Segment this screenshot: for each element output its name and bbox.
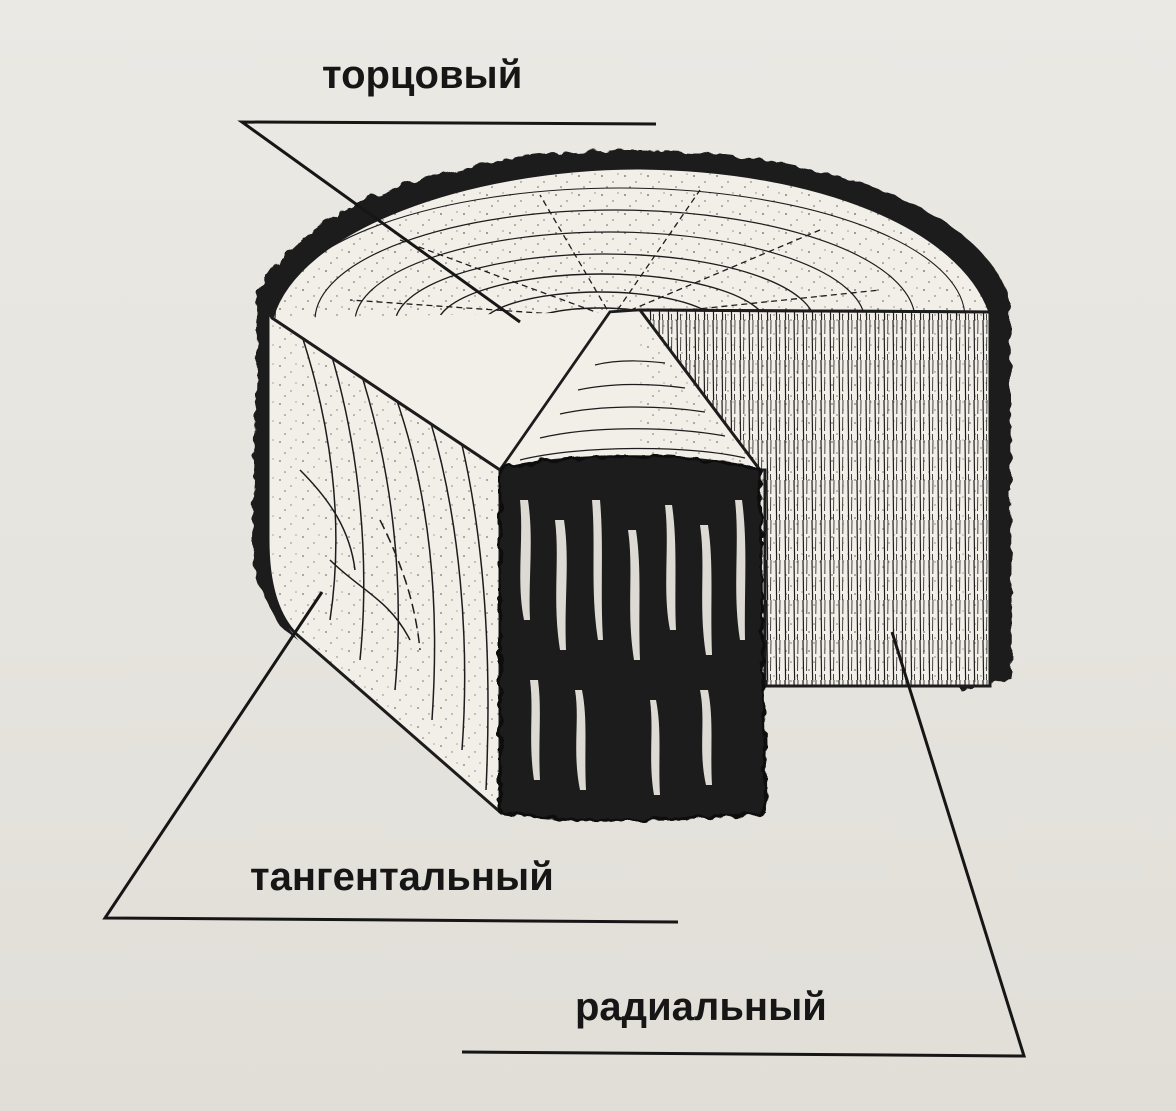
leader-line-end-cut (237, 120, 657, 324)
leader-lines (102, 120, 1027, 1058)
bark-face (498, 455, 767, 821)
label-radial-cut: радиальный (575, 985, 827, 1029)
label-tangential-cut: тангентальный (250, 855, 554, 899)
log-illustration (252, 149, 1012, 821)
leader-line-radial-cut (461, 631, 1027, 1058)
label-end-cut: торцовый (322, 53, 522, 97)
leader-line-tangential-cut (102, 591, 679, 924)
